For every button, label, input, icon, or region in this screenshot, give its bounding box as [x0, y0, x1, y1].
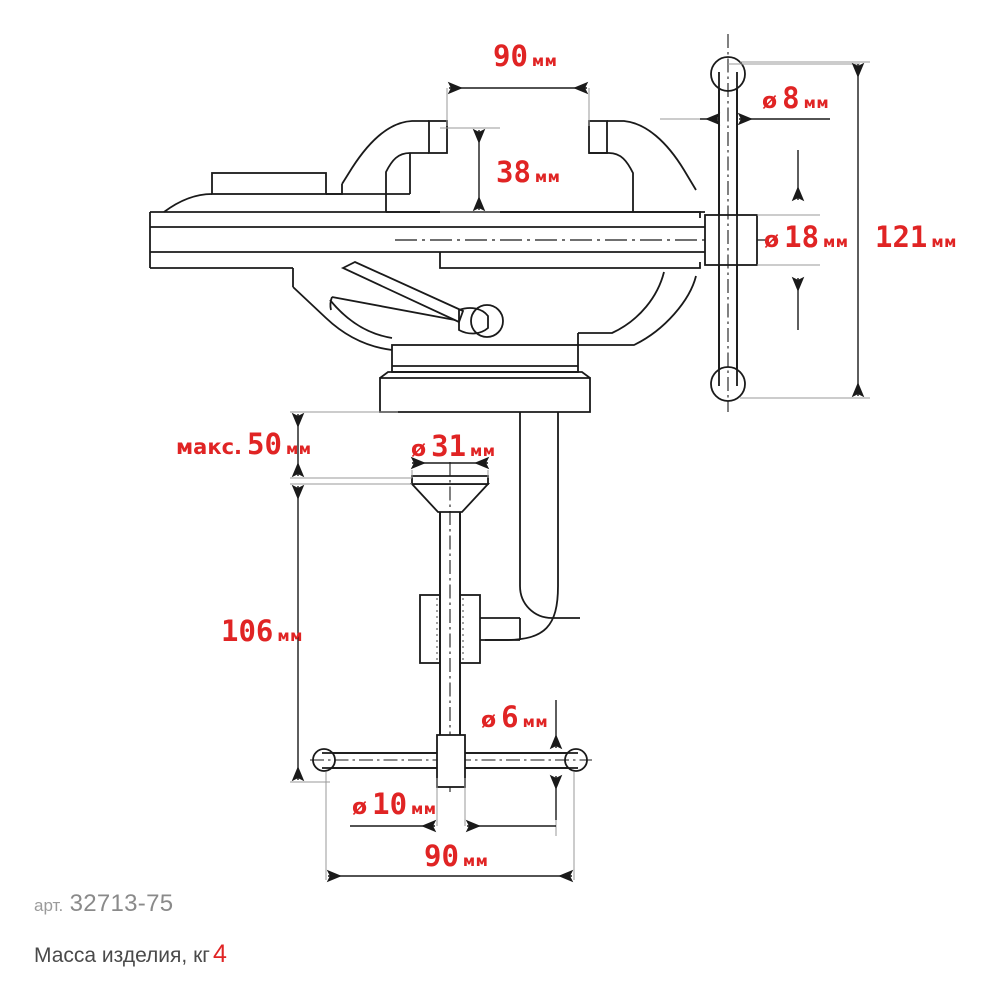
mass-label: Масса изделия, кг [34, 944, 210, 967]
article-line: арт. 32713-75 [34, 890, 173, 918]
lock-lever-knob [470, 304, 504, 338]
base-flange [379, 377, 591, 413]
left-jaw-shell [385, 152, 429, 212]
diameter-symbol-icon: ø [352, 795, 368, 820]
body-right-neck-bot [633, 262, 701, 269]
swivel-right-inner [578, 271, 665, 334]
dim-value: 38 [496, 155, 531, 189]
dim-unit: мм [285, 440, 312, 458]
diameter-symbol-icon: ø [762, 89, 778, 114]
dim-unit: мм [462, 852, 489, 870]
dim-screw-diameter [757, 150, 820, 330]
dim-unit: мм [531, 52, 558, 70]
lock-lever-shadow [331, 296, 456, 321]
dim-value: 18 [784, 220, 820, 254]
dim-value: 10 [372, 787, 408, 821]
dim-jaw-height [440, 127, 500, 213]
swivel-left-wall [292, 286, 393, 351]
dim-value: 6 [501, 700, 519, 734]
slab-step-low [439, 252, 633, 269]
jaw-insert-right [588, 120, 608, 154]
dim-value: 50 [247, 427, 282, 461]
dim-clampscrew-diameter [350, 778, 556, 833]
dim-handle-length [740, 61, 870, 399]
right-jaw-shell [589, 152, 634, 212]
body-right-neck-top [633, 211, 701, 218]
movable-jaw-top-edge [326, 184, 343, 195]
diameter-symbol-icon: ø [411, 437, 427, 462]
dim-value: 8 [782, 81, 800, 115]
dim-rod-diameter [660, 63, 860, 126]
movable-jaw-shell [163, 193, 213, 213]
lock-lever [340, 261, 465, 324]
lock-lever-knob-stem [458, 307, 489, 335]
dim-unit: мм [470, 442, 496, 460]
dim-jaw-width [446, 81, 590, 126]
dim-clamp-capacity [290, 411, 412, 479]
dim-unit: мм [522, 713, 549, 731]
swivel-left-inner [329, 299, 393, 339]
jaw-insert-left [428, 120, 448, 154]
swivel-right-wall [578, 275, 697, 346]
diameter-symbol-icon: ø [764, 228, 780, 253]
clamp-screw-shaft [439, 486, 461, 767]
swivel-collar [391, 344, 579, 373]
dim-unit: мм [277, 627, 303, 645]
clamp-arm-outer [485, 412, 559, 641]
movable-jaw-cap [211, 172, 327, 195]
dim-unit: мм [931, 233, 957, 251]
dim-unit: мм [823, 233, 849, 251]
handle-bar-group [704, 34, 758, 412]
dim-prefix: макс. [176, 435, 243, 459]
lock-lever-lower [329, 296, 333, 311]
dim-tommybar-length [325, 772, 575, 883]
dim-unit: мм [411, 800, 437, 818]
base-flange-chamfer [379, 371, 591, 379]
tommy-bar-collar [436, 734, 466, 788]
mass-value: 4 [212, 940, 227, 968]
left-jaw-shell-outer [341, 120, 429, 185]
dim-clamp-height [290, 483, 412, 783]
clamp-arm-inner [519, 412, 580, 619]
article-code: 32713-75 [69, 890, 174, 917]
dim-pad-diameter [410, 456, 490, 478]
dim-unit: мм [534, 168, 561, 186]
article-prefix-label: арт. [34, 896, 64, 915]
dim-value: 121 [875, 220, 928, 254]
clamp-group [310, 412, 592, 792]
dim-value: 90 [424, 839, 459, 873]
dim-value: 90 [493, 39, 528, 73]
vise-body-group [149, 120, 775, 413]
right-jaw-shell-outer [607, 120, 697, 191]
dim-value: 31 [431, 429, 467, 463]
screw-boss [704, 214, 758, 266]
dim-value: 106 [221, 614, 274, 648]
diameter-symbol-icon: ø [481, 708, 497, 733]
dim-unit: мм [803, 94, 830, 112]
